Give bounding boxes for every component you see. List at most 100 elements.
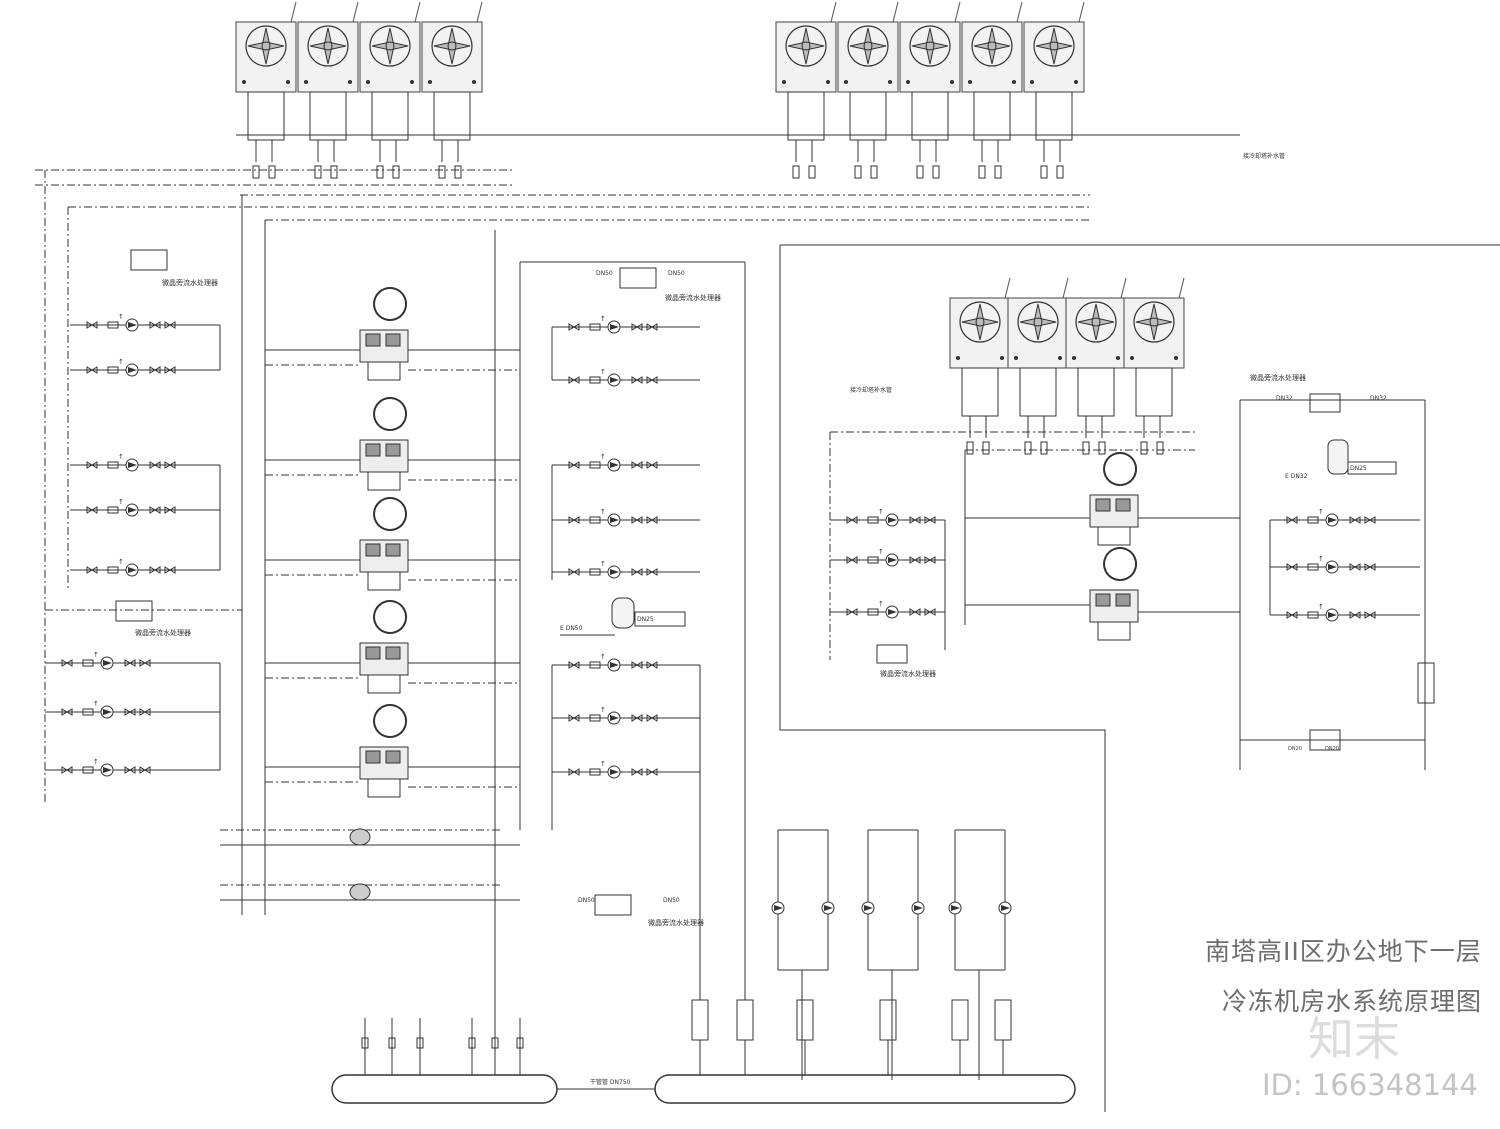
pump <box>125 458 139 472</box>
tower-basin-pipes <box>1077 367 1115 417</box>
fan-ring <box>909 25 951 67</box>
fan-blades <box>973 27 1011 65</box>
valve <box>86 566 98 574</box>
compressor <box>365 443 381 457</box>
valve-body <box>164 366 176 374</box>
valve <box>164 366 176 374</box>
valve <box>516 1037 524 1049</box>
water-treater-1 <box>130 249 168 271</box>
valve <box>854 165 862 179</box>
pump-arrow <box>610 769 619 775</box>
chiller-volute <box>373 287 408 321</box>
leader <box>1178 277 1185 299</box>
filter <box>107 566 119 574</box>
valve <box>268 165 276 179</box>
gauge: ↑ <box>118 358 124 366</box>
valve <box>1098 441 1106 455</box>
fan-ring <box>245 25 287 67</box>
cooling-tower-left-2 <box>297 1 359 179</box>
leader <box>954 1 961 23</box>
motor <box>1115 593 1131 607</box>
motor <box>1115 498 1131 512</box>
fan-blades <box>247 27 285 65</box>
valve <box>924 516 936 524</box>
pump-arrow <box>103 660 112 666</box>
tower-basin-pipes <box>309 91 347 141</box>
port <box>906 80 910 84</box>
chiller-base <box>1097 526 1131 546</box>
valve-body <box>124 708 136 716</box>
valve <box>846 516 858 524</box>
tower-basin-pipes <box>973 91 1011 141</box>
gauge: ↑ <box>93 758 99 766</box>
valve-body <box>568 768 580 776</box>
tower-basin-pipes <box>1035 91 1073 141</box>
valve <box>924 556 936 564</box>
valve <box>252 165 260 179</box>
port <box>428 80 432 84</box>
treater-label: 微晶旁流水处理器 <box>880 669 936 678</box>
valve-body <box>909 608 921 616</box>
pump-arrow <box>128 507 137 513</box>
gauge: ↑ <box>1318 508 1324 516</box>
treater-label: 微晶旁流水处理器 <box>135 628 191 637</box>
motor <box>385 543 401 557</box>
pump-arrow <box>610 324 619 330</box>
pump-arrow <box>1328 564 1337 570</box>
gauge: ↑ <box>600 760 606 768</box>
valve <box>909 516 921 524</box>
valve-body <box>164 566 176 574</box>
tower-basin-pipes <box>911 91 949 141</box>
port <box>1116 356 1120 360</box>
watermark-id: ID: 166348144 <box>1262 1068 1478 1102</box>
leader <box>1078 1 1085 23</box>
cooling-tower-left-3 <box>359 1 421 179</box>
filter <box>589 661 601 669</box>
compressor <box>365 646 381 660</box>
valve <box>61 708 73 716</box>
pump <box>100 656 114 670</box>
valve <box>164 321 176 329</box>
valve-body <box>646 376 658 384</box>
dn20-label: DN20 <box>1325 746 1339 752</box>
gauge: ↑ <box>878 600 884 608</box>
fan-blades <box>961 303 999 341</box>
cooling-tower-zone2-1 <box>949 277 1011 455</box>
valve <box>149 506 161 514</box>
valve <box>1286 516 1298 524</box>
treater-label: 微晶旁流水处理器 <box>162 278 218 287</box>
valve-body <box>1286 563 1298 571</box>
pump-arrow <box>888 609 897 615</box>
flow-meter-set <box>994 999 1012 1041</box>
pump <box>607 513 621 527</box>
pump <box>125 318 139 332</box>
gauge: ↑ <box>93 700 99 708</box>
valve <box>631 461 643 469</box>
gauge: ↑ <box>118 558 124 566</box>
leader <box>476 1 483 23</box>
valve <box>646 516 658 524</box>
gauge: ↑ <box>600 560 606 568</box>
diagram-title-line1: 南塔高II区办公地下一层 <box>1205 937 1482 966</box>
chiller-volute <box>373 497 408 531</box>
port <box>242 80 246 84</box>
port <box>968 80 972 84</box>
pump-arrow <box>610 517 619 523</box>
pump-arrow <box>914 905 923 911</box>
fan-blades <box>433 27 471 65</box>
valve <box>568 376 580 384</box>
valve-body <box>631 714 643 722</box>
valve <box>454 165 462 179</box>
valve <box>139 659 151 667</box>
valve <box>149 321 161 329</box>
zone-border <box>779 245 1106 1112</box>
fan-blades <box>1035 27 1073 65</box>
fan-blades <box>787 27 825 65</box>
filter <box>82 708 94 716</box>
compressor <box>365 543 381 557</box>
valve <box>1286 563 1298 571</box>
filter <box>1307 563 1319 571</box>
valve <box>646 661 658 669</box>
port <box>304 80 308 84</box>
port <box>956 356 960 360</box>
